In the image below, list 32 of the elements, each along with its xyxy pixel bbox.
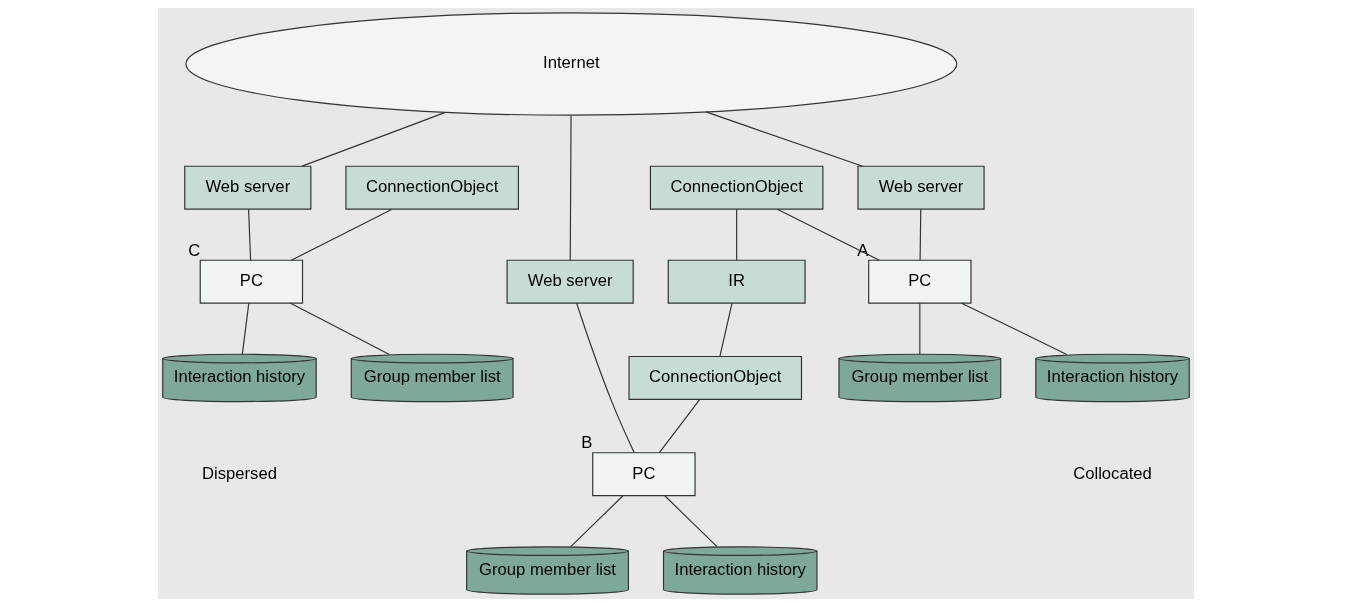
- node-label: C: [187, 240, 200, 260]
- connector: [718, 302, 733, 357]
- node-box: PC: [591, 452, 696, 497]
- node-box: PC: [199, 259, 303, 304]
- connector: [918, 302, 920, 355]
- connector: [735, 208, 737, 261]
- connector: [289, 302, 389, 355]
- connector: [663, 495, 718, 548]
- connector: [301, 111, 446, 167]
- connector: [658, 398, 700, 454]
- connector: [290, 208, 393, 261]
- connector: [919, 208, 921, 261]
- connector: [776, 208, 880, 261]
- connector: [960, 302, 1067, 356]
- connector: [569, 495, 624, 548]
- label: Collocated: [1072, 463, 1152, 483]
- node-box: Web server: [856, 165, 985, 210]
- node-box: IR: [667, 259, 806, 304]
- connector: [241, 302, 249, 355]
- node-box: Web server: [506, 259, 634, 304]
- node-label: B: [580, 433, 592, 453]
- connector: [569, 115, 572, 261]
- connector: [575, 302, 635, 454]
- node-ellipse: Internet: [184, 12, 957, 116]
- node-box: Web server: [183, 165, 311, 210]
- connector: [247, 208, 251, 261]
- node-box: ConnectionObject: [627, 355, 802, 400]
- node-box: PC: [867, 259, 972, 304]
- label: Dispersed: [201, 463, 277, 483]
- node-box: ConnectionObject: [649, 165, 823, 210]
- node-box: ConnectionObject: [344, 165, 519, 210]
- connector: [704, 111, 863, 167]
